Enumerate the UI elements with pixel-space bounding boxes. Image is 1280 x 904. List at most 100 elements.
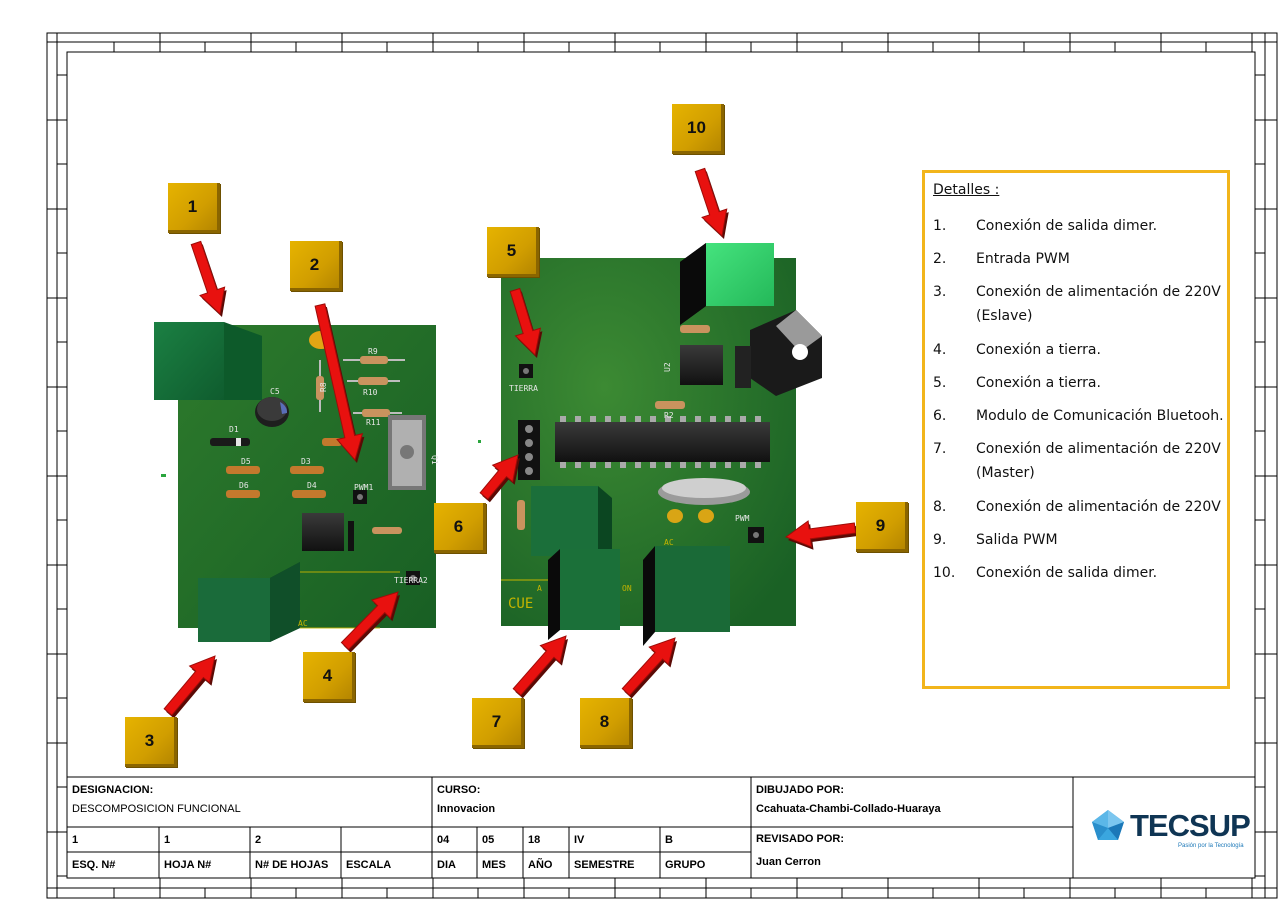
escala-header: ESCALA: [346, 859, 392, 871]
silk-r10: R10: [363, 388, 378, 397]
title-block-grid: [66, 776, 1256, 879]
arrow-4: [340, 591, 399, 651]
silk-a: A: [537, 584, 542, 593]
silk-c5: C5: [270, 387, 280, 396]
details-item-num: 4.: [933, 342, 947, 358]
silk-r9: R9: [368, 347, 378, 356]
silk-on: ON: [622, 584, 632, 593]
anio-value: 18: [528, 834, 541, 846]
arrow-6: [479, 454, 519, 500]
silk-d5: D5: [241, 457, 251, 466]
silk-d6: D6: [239, 481, 249, 490]
details-item-num: 6.: [933, 408, 947, 424]
callout-3: 3: [125, 717, 177, 767]
arrow-1: [190, 240, 226, 315]
pcb-right: TIERRA U2 R2 PWM AC CUE ON A: [478, 243, 822, 646]
curso-label: CURSO:: [437, 784, 481, 796]
dibujado-value: Ccahuata-Chambi-Collado-Huaraya: [756, 803, 941, 815]
ic-pin: [740, 462, 746, 468]
details-title: Detalles :: [933, 182, 1000, 198]
revisado-label: REVISADO POR:: [756, 833, 845, 845]
callout-1: 1: [168, 183, 220, 233]
silk-cue: CUE: [508, 596, 533, 612]
silk-u2: U2: [663, 362, 672, 372]
grupo-header: GRUPO: [665, 859, 706, 871]
arrow-8: [621, 637, 676, 697]
details-item-num: 7.: [933, 441, 947, 457]
silk-r8: R8: [319, 382, 328, 392]
silk-ac-left: AC: [298, 619, 308, 628]
arrow-2: [314, 303, 364, 462]
details-item-num: 9.: [933, 532, 947, 548]
ic-pin: [560, 462, 566, 468]
arrow-7: [512, 635, 567, 696]
dia-header: DIA: [437, 859, 456, 871]
ic-pin: [605, 462, 611, 468]
silk-pwm: PWM: [735, 514, 750, 523]
silk-tierra2: TIERRA2: [394, 576, 428, 585]
ic-pin: [650, 416, 656, 422]
esq-value: 1: [72, 834, 79, 846]
revisado-value: Juan Cerron: [756, 856, 821, 868]
ic-pin: [740, 416, 746, 422]
details-item-text: Conexión de alimentación de 220V: [976, 499, 1221, 515]
details-item-num: 10.: [933, 565, 956, 581]
details-item-text: Conexión de alimentación de 220V (Master…: [976, 441, 1221, 481]
silk-r11: R11: [366, 418, 381, 427]
ic-pin: [620, 416, 626, 422]
callout-10: 10: [672, 104, 724, 154]
callout-arrows: [163, 167, 858, 719]
details-item-text: Modulo de Comunicación Bluetooh.: [976, 408, 1224, 424]
details-item-text: Conexión de salida dimer.: [976, 565, 1158, 581]
sheet-ticks: [47, 33, 1277, 898]
dia-value: 04: [437, 834, 450, 846]
hoja-header: HOJA N#: [164, 859, 212, 871]
silk-d3: D3: [301, 457, 311, 466]
callout-4: 4: [303, 652, 355, 702]
ic-pin: [590, 462, 596, 468]
details-item-text: Conexión a tierra.: [976, 375, 1101, 391]
ic-pin: [650, 462, 656, 468]
ic-pin: [710, 416, 716, 422]
tecsup-tagline: Pasión por la Tecnología: [1178, 843, 1244, 849]
ic-pin: [695, 416, 701, 422]
arrow-10: [694, 167, 728, 237]
semestre-header: SEMESTRE: [574, 859, 635, 871]
silk-d1: D1: [229, 425, 239, 434]
hoja-value: 1: [164, 834, 171, 846]
pcb-left: R9 R8 R10 R11 C5 D1 D5 D3 D6 D4 PWM1 TIE…: [154, 322, 439, 642]
silk-d4: D4: [307, 481, 317, 490]
silk-tierra: TIERRA: [509, 384, 538, 393]
arrow-5: [509, 287, 542, 357]
arrow-9: [784, 520, 857, 548]
ic-pin: [725, 462, 731, 468]
arrow-3: [163, 655, 216, 716]
ic-pin: [605, 416, 611, 422]
callout-9: 9: [856, 502, 908, 552]
tecsup-logo-mark: [1092, 810, 1124, 840]
silk-q1: Q1: [430, 455, 439, 465]
mes-value: 05: [482, 834, 495, 846]
ic-pin: [560, 416, 566, 422]
esq-header: ESQ. N#: [72, 859, 116, 871]
details-item-text: Salida PWM: [976, 532, 1058, 548]
ic-pin: [755, 462, 761, 468]
details-item-text: Conexión de salida dimer.: [976, 218, 1158, 234]
details-panel: Detalles : 1.Conexión de salida dimer. 2…: [922, 170, 1230, 689]
details-item-num: 2.: [933, 251, 947, 267]
silk-pwm1: PWM1: [354, 483, 373, 492]
anio-header: AÑO: [528, 859, 553, 871]
callout-5: 5: [487, 227, 539, 277]
mes-header: MES: [482, 859, 506, 871]
silk-r2: R2: [664, 411, 674, 420]
callout-2: 2: [290, 241, 342, 291]
semestre-value: IV: [574, 834, 585, 846]
ic-pin: [755, 416, 761, 422]
ic-pin: [665, 462, 671, 468]
hojas-value: 2: [255, 834, 262, 846]
ic-pin: [695, 462, 701, 468]
grupo-value: B: [665, 834, 673, 846]
tecsup-logo-text: TECSUP: [1130, 808, 1251, 843]
ic-pin: [710, 462, 716, 468]
